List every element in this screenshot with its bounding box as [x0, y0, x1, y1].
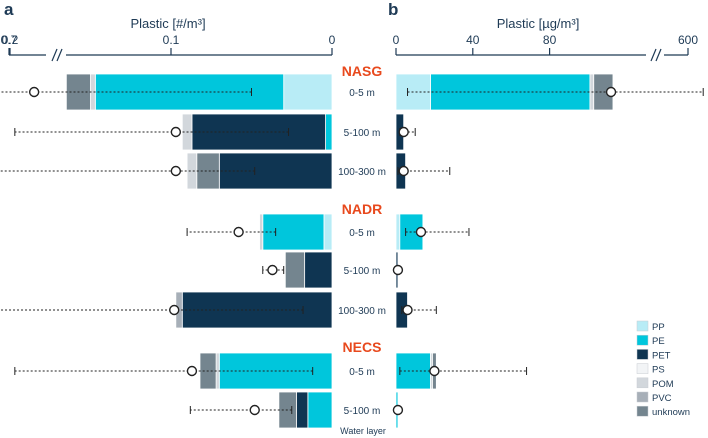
bar-segment-0-2-pom — [186, 152, 198, 190]
legend-swatch-pet — [636, 349, 649, 360]
labels-layer: NASG 0-5 m 5-100 m 100-300 m NADR 0-5 m 5-100 … — [338, 63, 386, 417]
panel-b-letter: b — [388, 0, 398, 19]
mean-marker — [170, 126, 182, 138]
axis-b-tick-label: 0 — [393, 33, 400, 47]
mean-marker — [415, 226, 427, 238]
mean-marker — [398, 165, 409, 177]
axis-b-break-mark — [650, 48, 657, 62]
station-label: NADR — [342, 201, 382, 217]
legend-label-ps: PS — [652, 365, 665, 376]
axis-a-break-mark — [51, 48, 58, 62]
mean-marker — [233, 226, 244, 238]
mean-marker — [392, 404, 404, 416]
legend: PP PE PET PS POM PVC unknown — [636, 320, 690, 418]
depth-label: 0-5 m — [349, 88, 375, 99]
axis-b-break-mark — [655, 48, 662, 62]
legend-label-pe: PE — [652, 336, 665, 347]
bar-segment-0-0-pp — [283, 73, 333, 111]
panel-a-letter: a — [4, 0, 14, 19]
mean-marker — [267, 264, 278, 276]
bar-segment-0-2-unknown — [196, 152, 220, 190]
bar-segment-0-7-pe — [307, 391, 333, 429]
legend-swatch-pvc — [636, 391, 649, 403]
axis-a-break-mark — [56, 48, 63, 62]
mean-marker — [186, 365, 198, 377]
mean-marker — [169, 304, 180, 316]
bar-segment-0-7-pet — [296, 391, 309, 429]
depth-label: 5-100 m — [344, 128, 381, 139]
mean-marker — [429, 365, 440, 377]
legend-label-pom: POM — [652, 379, 674, 390]
mean-marker — [398, 126, 409, 138]
bar-segment-0-4-pet — [304, 251, 333, 289]
legend-label-pvc: PVC — [652, 393, 672, 404]
legend-swatch-ps — [636, 363, 649, 374]
bar-segment-0-1-pe — [325, 113, 333, 151]
depth-label: 0-5 m — [349, 367, 375, 378]
mean-marker — [170, 165, 182, 177]
legend-swatch-unknown — [636, 405, 649, 417]
axis-a-tick-label: 0.1 — [163, 33, 180, 47]
mean-marker — [402, 304, 413, 316]
depth-label: 0-5 m — [349, 228, 375, 239]
station-label: NECS — [343, 339, 382, 355]
axis-b-tick-label: 40 — [466, 33, 480, 47]
legend-label-pet: PET — [652, 350, 671, 361]
panel-b-xlabel: Plastic [µg/m³] — [497, 16, 580, 31]
bar-segment-0-3-pp — [323, 213, 333, 251]
axis-b-tick-label: 600 — [678, 33, 698, 47]
axis-a-tick-label: 0.2 — [2, 33, 19, 47]
axis-a-tick-label: 0.7 — [1, 33, 18, 47]
bars-layer — [0, 73, 704, 429]
legend-label-pp: PP — [652, 322, 665, 333]
bar-segment-0-3-pe — [262, 213, 325, 251]
legend-swatch-pe — [636, 334, 649, 346]
station-label: NASG — [342, 63, 383, 79]
mean-marker — [28, 86, 40, 98]
bar-segment-0-4-unknown — [284, 251, 306, 289]
axis-a-tick-label: 0 — [329, 33, 336, 47]
depth-label: 5-100 m — [344, 266, 381, 277]
panel-a-xlabel: Plastic [#/m³] — [130, 16, 205, 31]
axis-b-tick-label: 80 — [543, 33, 557, 47]
depth-label: 100-300 m — [338, 167, 386, 178]
water-layer-label: Water layer — [340, 426, 386, 436]
mean-marker — [605, 86, 617, 98]
mean-marker — [249, 404, 260, 416]
legend-swatch-pom — [636, 377, 649, 389]
depth-label: 100-300 m — [338, 306, 386, 317]
depth-label: 5-100 m — [344, 406, 381, 417]
legend-label-unknown: unknown — [652, 407, 690, 418]
bar-segment-1-0-pe — [430, 73, 591, 111]
bar-segment-0-2-pet — [218, 152, 333, 190]
mean-marker — [392, 264, 404, 276]
bar-segment-1-3-pp — [395, 213, 401, 251]
legend-swatch-pp — [636, 320, 649, 332]
